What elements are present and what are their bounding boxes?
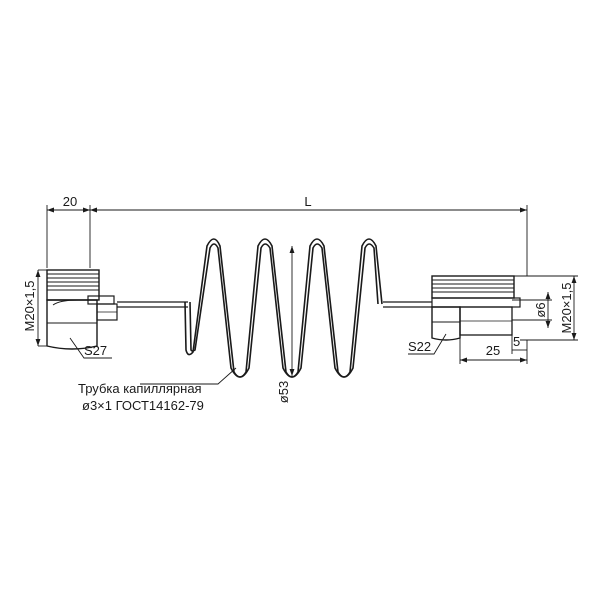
callout-line-1: Трубка капиллярная — [78, 381, 202, 396]
left-thread-lines — [47, 273, 99, 291]
dim-right-length: 25 — [486, 343, 500, 358]
dim-bore-diameter: ø6 — [533, 302, 548, 317]
right-collar — [431, 297, 521, 308]
capillary-tube — [117, 301, 432, 308]
tube-coil — [184, 238, 383, 378]
dim-left-thread: M20×1,5 — [22, 281, 37, 332]
dim-right-wrench: S22 — [408, 339, 431, 354]
callout-line-2: ø3×1 ГОСТ14162-79 — [82, 398, 204, 413]
s22-leader — [408, 333, 447, 355]
callout-leader — [140, 367, 237, 385]
right-hex-body — [431, 306, 461, 341]
dim-left-width: 20 — [63, 194, 77, 209]
s27-leader — [69, 337, 112, 359]
left-hex-body — [46, 299, 98, 350]
dim-left-wrench: S27 — [84, 343, 107, 358]
right-thread-body — [431, 275, 515, 299]
dim-total-length: L — [304, 194, 311, 209]
dim-right-shoulder: 5 — [513, 334, 520, 349]
right-fitting — [431, 275, 521, 341]
dim-coil-diameter: ø53 — [276, 381, 291, 403]
dimension-lines — [35, 205, 578, 385]
left-fitting — [46, 269, 118, 350]
dim-right-thread: M20×1,5 — [559, 283, 574, 334]
